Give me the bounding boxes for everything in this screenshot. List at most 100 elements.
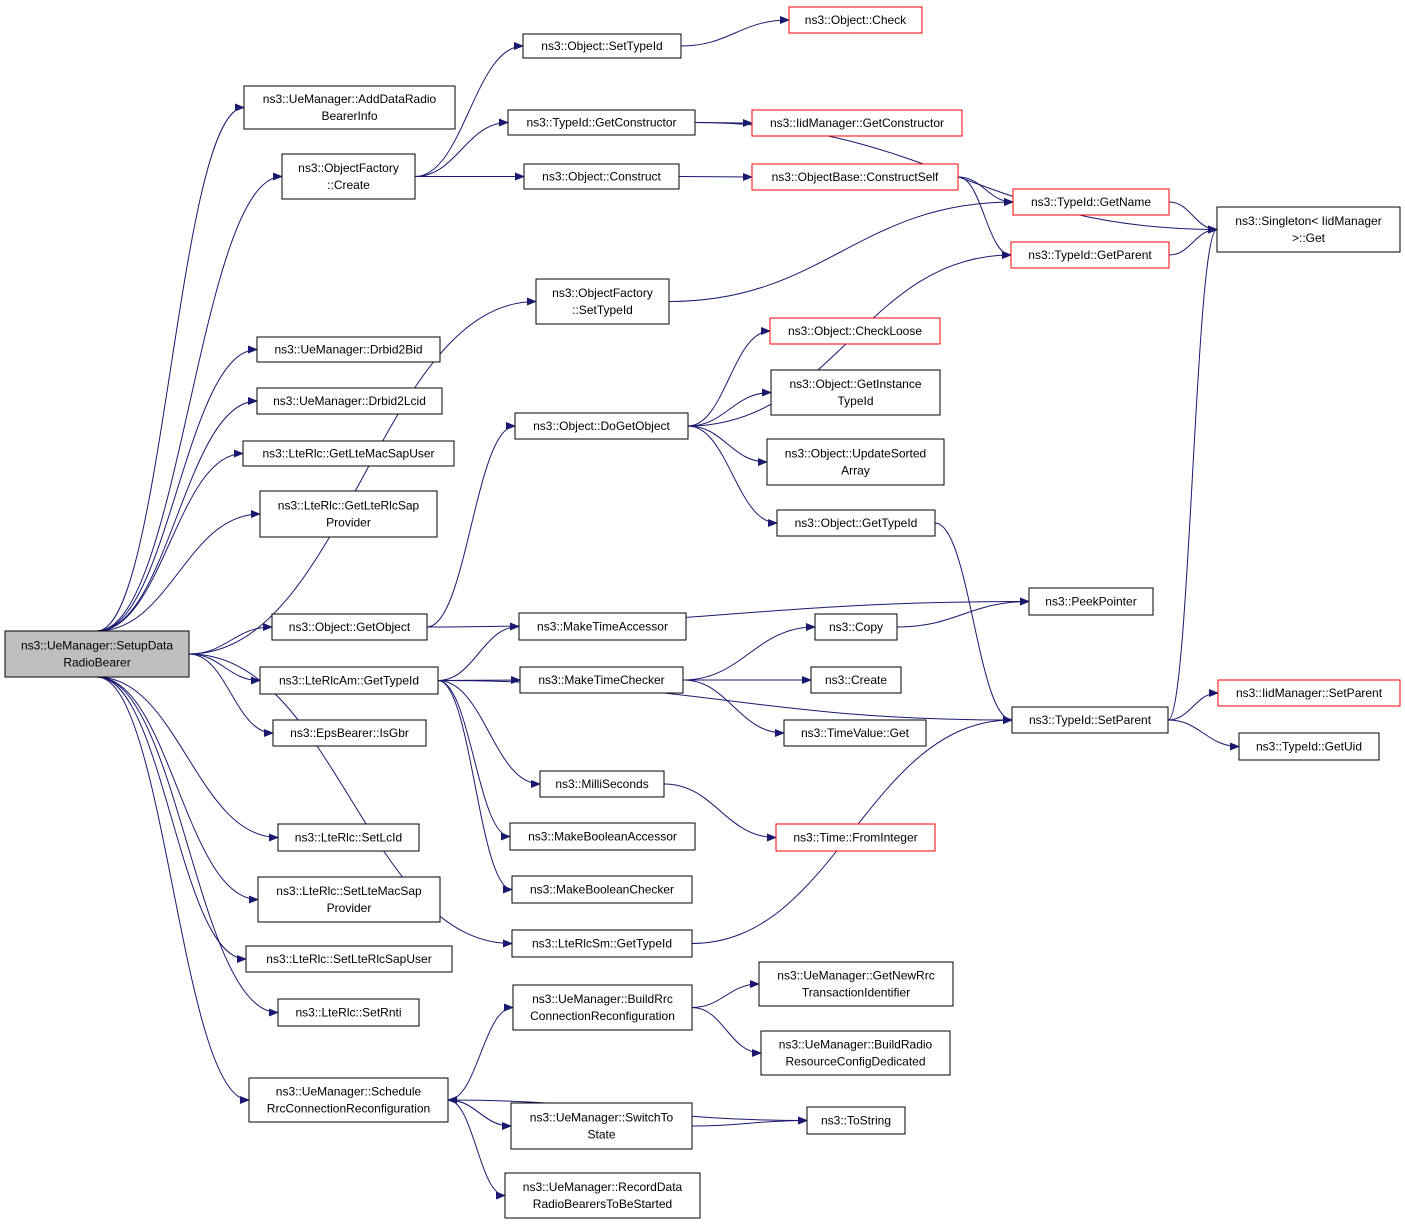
node-n29[interactable]: ns3::MakeTimeChecker [519,666,684,694]
node-n43[interactable]: ns3::UeManager::ScheduleRrcConnectionRec… [248,1077,449,1123]
node-box[interactable] [766,438,945,486]
node-n14[interactable]: ns3::LteRlc::GetLteMacSapUser [242,440,455,467]
node-n45[interactable]: ns3::UeManager::GetNewRrcTransactionIden… [758,961,954,1007]
node-n17[interactable]: ns3::Object::DoGetObject [514,412,689,440]
node-box[interactable] [504,1172,701,1219]
node-n49[interactable]: ns3::UeManager::RecordDataRadioBearersTo… [504,1172,701,1219]
node-box[interactable] [751,109,963,137]
node-box[interactable] [277,998,420,1027]
node-n3[interactable]: ns3::Object::SetTypeId [522,33,682,59]
node-n38[interactable]: ns3::LteRlcSm::GetTypeId [511,929,693,958]
node-box[interactable] [243,85,456,130]
node-box[interactable] [511,875,693,904]
node-box[interactable] [1217,679,1401,707]
node-n5[interactable]: ns3::TypeId::GetConstructor [507,109,696,136]
node-box[interactable] [259,666,439,695]
node-n42[interactable]: ns3::LteRlc::SetRnti [277,998,420,1027]
node-n32[interactable]: ns3::TimeValue::Get [783,719,927,747]
node-box[interactable] [272,719,427,747]
node-n31[interactable]: ns3::Create [810,666,902,694]
node-n16[interactable]: ns3::Object::GetObject [271,613,428,641]
node-box[interactable] [271,613,428,641]
node-box[interactable] [810,666,902,694]
node-n46[interactable]: ns3::UeManager::BuildRadioResourceConfig… [760,1030,951,1076]
node-n35[interactable]: ns3::MakeBooleanAccessor [509,822,696,851]
node-n11[interactable]: ns3::TypeId::GetParent [1010,241,1170,269]
node-box[interactable] [1011,706,1169,734]
node-box[interactable] [277,823,420,852]
node-n18[interactable]: ns3::Object::CheckLoose [769,317,941,345]
node-box[interactable] [760,1030,951,1076]
node-n27[interactable]: ns3::LteRlcAm::GetTypeId [259,666,439,695]
node-box[interactable] [242,440,455,467]
node-n22[interactable]: ns3::TypeId::SetParent [1011,706,1169,734]
node-n37[interactable]: ns3::EpsBearer::IsGbr [272,719,427,747]
node-box[interactable] [511,929,693,958]
node-box[interactable] [535,278,670,325]
node-n26[interactable]: ns3::ObjectFactory::SetTypeId [535,278,670,325]
node-box[interactable] [776,509,936,537]
node-box[interactable] [1028,587,1154,616]
node-n24[interactable]: ns3::TypeId::GetUid [1238,732,1380,761]
node-box[interactable] [1216,206,1401,253]
node-box[interactable] [769,317,941,345]
node-box[interactable] [281,153,416,200]
node-box[interactable] [1010,241,1170,269]
node-n33[interactable]: ns3::MilliSeconds [539,770,665,798]
node-n30[interactable]: ns3::Copy [814,613,898,641]
node-n48[interactable]: ns3::ToString [806,1106,906,1135]
node-box[interactable] [507,109,696,136]
node-box[interactable] [509,822,696,851]
node-n39[interactable]: ns3::LteRlc::SetLcId [277,823,420,852]
node-box[interactable] [523,163,680,190]
node-n28[interactable]: ns3::MakeTimeAccessor [518,612,687,641]
node-box[interactable] [806,1106,906,1135]
node-n44[interactable]: ns3::UeManager::BuildRrcConnectionReconf… [512,984,693,1031]
node-box[interactable] [783,719,927,747]
node-box[interactable] [256,387,443,415]
node-box[interactable] [1238,732,1380,761]
node-n8[interactable]: ns3::Object::Construct [523,163,680,190]
node-box[interactable] [758,961,954,1007]
node-n12[interactable]: ns3::UeManager::Drbid2Bid [256,336,441,363]
node-box[interactable] [775,823,936,852]
node-n9[interactable]: ns3::ObjectBase::ConstructSelf [751,163,959,191]
node-box[interactable] [256,336,441,363]
node-box[interactable] [539,770,665,798]
node-box[interactable] [519,666,684,694]
node-box[interactable] [248,1077,449,1123]
node-n34[interactable]: ns3::Time::FromInteger [775,823,936,852]
node-box[interactable] [1012,188,1170,216]
node-n36[interactable]: ns3::MakeBooleanChecker [511,875,693,904]
node-box[interactable] [770,369,941,416]
node-n13[interactable]: ns3::UeManager::Drbid2Lcid [256,387,443,415]
node-n41[interactable]: ns3::LteRlc::SetLteRlcSapUser [245,945,453,973]
node-box[interactable] [512,984,693,1031]
node-n23[interactable]: ns3::IidManager::SetParent [1217,679,1401,707]
node-n25[interactable]: ns3::PeekPointer [1028,587,1154,616]
node-box[interactable] [518,612,687,641]
node-n21[interactable]: ns3::Object::GetTypeId [776,509,936,537]
node-box[interactable] [522,33,682,59]
node-box[interactable] [257,876,441,923]
node-n7[interactable]: ns3::Singleton< IidManager>::Get [1216,206,1401,253]
node-box[interactable] [259,490,438,538]
node-n4[interactable]: ns3::Object::Check [788,6,923,34]
node-box[interactable] [510,1102,693,1150]
node-n6[interactable]: ns3::IidManager::GetConstructor [751,109,963,137]
node-n10[interactable]: ns3::TypeId::GetName [1012,188,1170,216]
node-box[interactable] [751,163,959,191]
node-n2[interactable]: ns3::ObjectFactory::Create [281,153,416,200]
node-box[interactable] [788,6,923,34]
node-box[interactable] [814,613,898,641]
node-box[interactable] [4,630,190,678]
node-box[interactable] [245,945,453,973]
node-box[interactable] [514,412,689,440]
